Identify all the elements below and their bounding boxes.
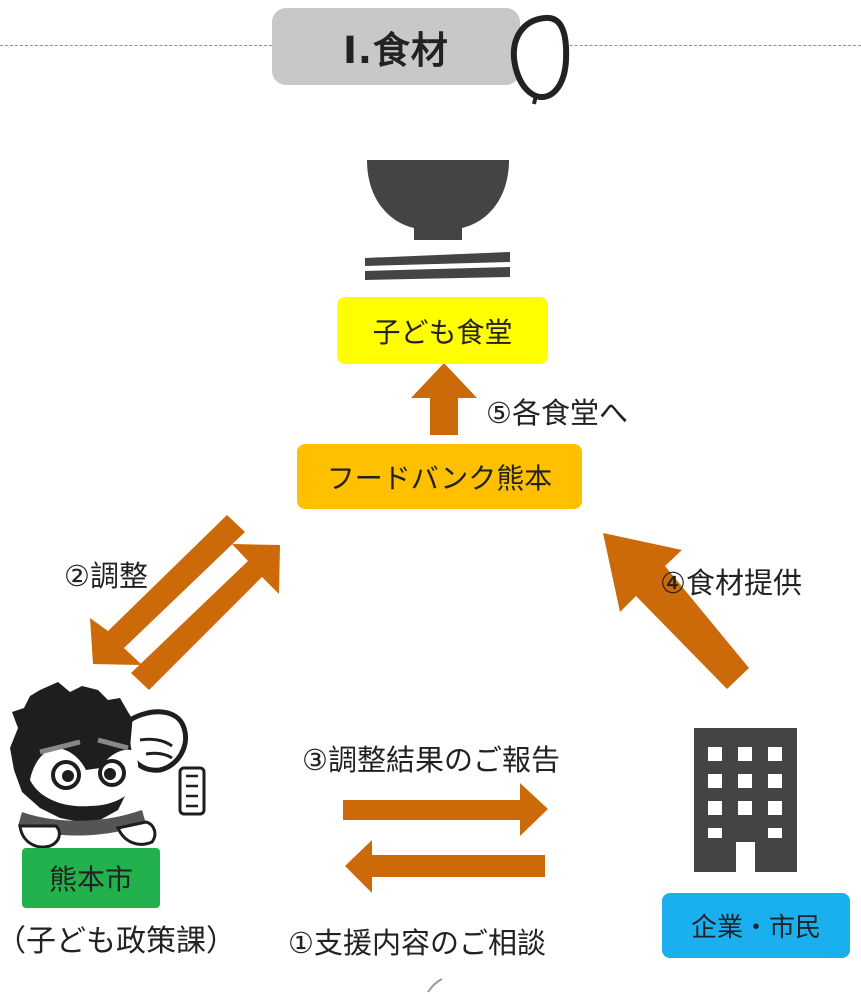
step-2-label: ②調整 bbox=[64, 559, 148, 593]
bean-icon bbox=[510, 14, 570, 105]
arrow-1-to-city bbox=[345, 840, 545, 893]
node-kodomo-shokudo: 子ども食堂 bbox=[337, 297, 548, 364]
header-divider-left bbox=[0, 45, 272, 46]
node-company-citizens: 企業・市民 bbox=[662, 893, 850, 958]
pen-stroke bbox=[427, 978, 443, 993]
node-food-bank: フードバンク熊本 bbox=[297, 444, 582, 509]
mascot-icon bbox=[10, 682, 206, 849]
rice-bowl-chopsticks-icon bbox=[365, 160, 510, 280]
step-1-label: ①支援内容のご相談 bbox=[288, 926, 546, 960]
arrow-2-to-foodbank bbox=[131, 544, 280, 690]
node-kumamoto-city: 熊本市 bbox=[22, 848, 160, 908]
node-kumamoto-city-dept: （子ども政策課） bbox=[0, 924, 236, 959]
arrow-4-to-foodbank bbox=[603, 533, 749, 689]
step-4-label: ④食材提供 bbox=[660, 566, 802, 600]
step-5-label: ⑤各食堂へ bbox=[486, 396, 628, 430]
office-building-icon bbox=[694, 728, 797, 872]
arrow-5-to-kodomo bbox=[411, 363, 477, 435]
arrow-2-to-city bbox=[90, 515, 245, 665]
step-3-label: ③調整結果のご報告 bbox=[302, 743, 560, 777]
section-title: Ⅰ.食材 bbox=[272, 8, 520, 85]
header-divider-right bbox=[520, 45, 861, 46]
arrow-3-to-company bbox=[343, 783, 548, 836]
